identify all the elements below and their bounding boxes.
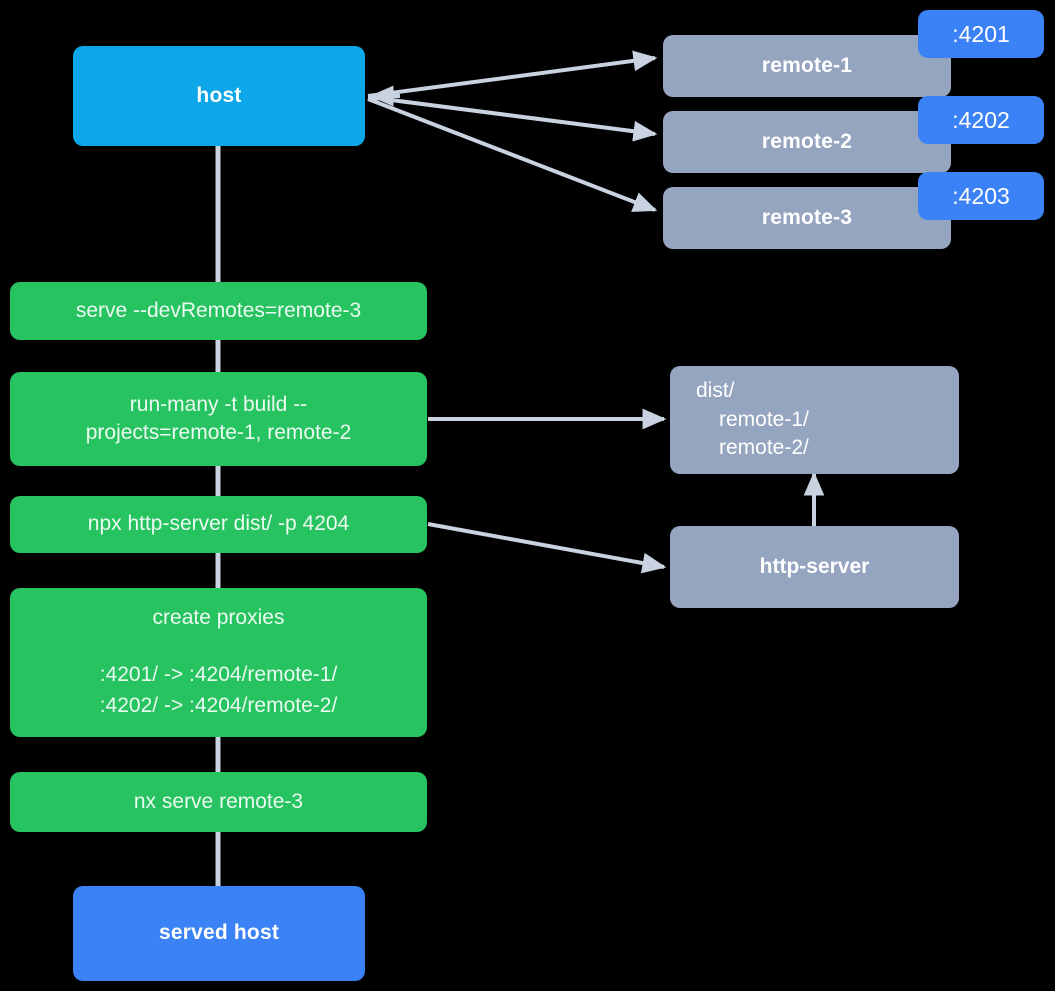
edge-host-to-remote-2: [367, 95, 658, 142]
node-served-host-label: served host: [158, 921, 280, 945]
node-remote-1-label: remote-1: [761, 53, 853, 77]
command-serve-devremotes[interactable]: serve --devRemotes=remote-3: [10, 282, 427, 340]
command-npx-http-server[interactable]: npx http-server dist/ -p 4204: [10, 496, 427, 553]
dist-child-remote-1: remote-1/: [719, 407, 809, 431]
port-badge-remote-2[interactable]: :4202: [918, 96, 1044, 144]
node-host[interactable]: host: [73, 46, 365, 146]
proxy-rule-1: :4201/ -> :4204/remote-1/: [99, 663, 338, 687]
node-host-label: host: [196, 83, 242, 107]
dist-root-label: dist/: [696, 379, 735, 403]
command-npx-http-server-label: npx http-server dist/ -p 4204: [87, 512, 350, 536]
command-serve-devremotes-label: serve --devRemotes=remote-3: [75, 298, 362, 322]
command-nx-serve-remote-3-label: nx serve remote-3: [133, 789, 304, 813]
command-create-proxies[interactable]: create proxies :4201/ -> :4204/remote-1/…: [10, 588, 427, 737]
edge-host-to-remote-1: [367, 50, 658, 98]
node-dist-folder[interactable]: dist/ remote-1/ remote-2/: [670, 366, 959, 474]
node-remote-2[interactable]: remote-2: [663, 111, 951, 173]
port-badge-remote-1-label: :4201: [952, 20, 1010, 47]
node-http-server-label: http-server: [759, 554, 870, 578]
port-badge-remote-3-label: :4203: [952, 182, 1010, 209]
port-badge-remote-3[interactable]: :4203: [918, 172, 1044, 220]
create-proxies-title: create proxies: [152, 605, 285, 629]
command-run-many-build-label: run-many -t build -- projects=remote-1, …: [85, 392, 352, 444]
dist-child-remote-2: remote-2/: [719, 436, 809, 460]
node-remote-2-label: remote-2: [761, 129, 853, 153]
port-badge-remote-1[interactable]: :4201: [918, 10, 1044, 58]
proxy-rule-2: :4202/ -> :4204/remote-2/: [99, 693, 338, 717]
command-nx-serve-remote-3[interactable]: nx serve remote-3: [10, 772, 427, 832]
command-run-many-build[interactable]: run-many -t build -- projects=remote-1, …: [10, 372, 427, 466]
node-http-server[interactable]: http-server: [670, 526, 959, 608]
node-remote-3-label: remote-3: [761, 205, 853, 229]
node-served-host[interactable]: served host: [73, 886, 365, 981]
edge-npx-to-http-server: [427, 522, 667, 574]
node-remote-3[interactable]: remote-3: [663, 187, 951, 249]
node-remote-1[interactable]: remote-1: [663, 35, 951, 97]
edge-host-to-remote-3: [367, 97, 658, 212]
port-badge-remote-2-label: :4202: [952, 106, 1010, 133]
